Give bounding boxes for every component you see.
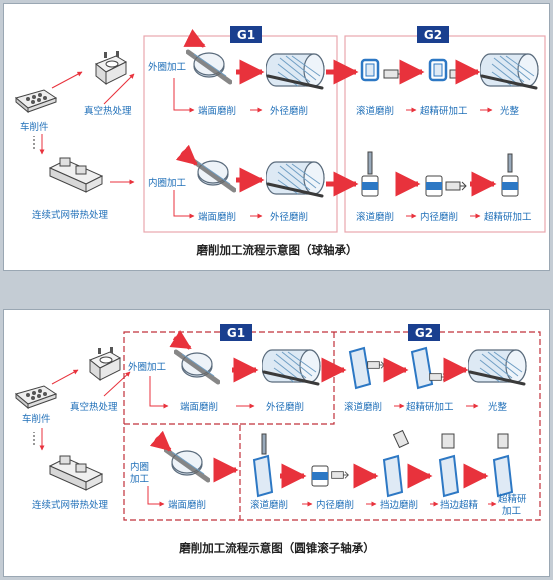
start-label: 车削件 xyxy=(20,121,49,133)
ball-bearing-flow-diagram: 车削件 真空热处理 连续式网带热处理 G1 G2 外圈加工 端面磨削 外径磨削 … xyxy=(15,26,546,257)
honing-tool-icon xyxy=(429,373,447,381)
diagram-caption: 磨削加工流程示意图（圆锥滚子轴承） xyxy=(178,541,375,555)
continuous-heat-label: 连续式网带热处理 xyxy=(32,209,109,221)
g2-inner-step-4: 挡边超精 xyxy=(440,499,479,511)
outer-od-grinding-icon xyxy=(266,52,326,90)
inner-bore-icon xyxy=(425,175,443,197)
g2-inner-step-1: 滚道磨削 xyxy=(250,499,288,511)
g2-outer-step-3: 光整 xyxy=(488,401,508,413)
g2-badge xyxy=(417,26,449,43)
polishing-icon xyxy=(468,348,528,386)
turned-parts-icon xyxy=(15,89,57,113)
g1-inner-step-1: 端面磨削 xyxy=(168,499,206,511)
g2-inner-step-2: 内径磨削 xyxy=(420,211,458,223)
grinding-tool-icon xyxy=(383,69,405,79)
inner-face-grinding-icon xyxy=(166,450,208,480)
outer-face-grinding-icon xyxy=(176,352,218,382)
g2-badge xyxy=(408,324,440,341)
g2-outer-step-1: 滚道磨削 xyxy=(356,105,394,117)
outer-face-grinding-icon xyxy=(188,52,230,82)
raceway-tool-icon xyxy=(367,361,385,369)
g2-inner-step-5: 超精研 xyxy=(498,493,527,505)
g1-inner-step-2: 外径磨削 xyxy=(270,211,308,223)
vacuum-furnace-icon xyxy=(95,50,127,85)
g1-badge xyxy=(230,26,262,43)
g2-outer-step-2: 超精研加工 xyxy=(420,105,468,117)
start-label: 车削件 xyxy=(22,413,51,425)
g1-outer-step-2: 外径磨削 xyxy=(270,105,308,117)
g2-inner-step-2: 内径磨削 xyxy=(316,499,354,511)
g1-outer-step-1: 端面磨削 xyxy=(198,105,236,117)
inner-raceway-icon xyxy=(361,175,379,197)
inner-face-grinding-icon xyxy=(192,160,234,190)
g1-badge xyxy=(220,324,252,341)
g2-inner-step-1: 滚道磨削 xyxy=(356,211,394,223)
inner-ring-label-line2: 加工 xyxy=(130,474,150,485)
g2-inner-step-5-line2: 加工 xyxy=(502,506,522,517)
vacuum-heat-label: 真空热处理 xyxy=(70,401,118,413)
g2-inner-step-3: 超精研加工 xyxy=(484,211,532,223)
tapered-bearing-flow-diagram: 车削件 真空热处理 连续式网带热处理 G1 G2 外圈加工 端面磨削 外径磨削 … xyxy=(15,324,541,555)
g1-badge-text: G1 xyxy=(237,28,255,42)
g1-outer-step-1: 端面磨削 xyxy=(180,401,218,413)
g2-outer-step-1: 滚道磨削 xyxy=(344,401,382,413)
inner-ring-label-line1: 内圈 xyxy=(130,461,149,473)
vacuum-heat-label: 真空热处理 xyxy=(84,105,132,117)
g2-outer-step-2: 超精研加工 xyxy=(406,401,454,413)
belt-furnace-icon xyxy=(49,455,103,491)
outer-od-grinding-icon xyxy=(262,348,322,386)
inner-superfinish-icon xyxy=(501,175,519,197)
outer-ring-label: 外圈加工 xyxy=(148,61,187,73)
belt-furnace-icon xyxy=(49,157,103,193)
g2-outer-step-3: 光整 xyxy=(500,105,520,117)
ball-bearing-panel: 车削件 真空热处理 连续式网带热处理 G1 G2 外圈加工 端面磨削 外径磨削 … xyxy=(3,3,550,271)
continuous-heat-label: 连续式网带热处理 xyxy=(32,499,109,511)
g1-badge-text: G1 xyxy=(227,326,245,340)
g1-outer-step-2: 外径磨削 xyxy=(266,401,304,413)
outer-ring-label: 外圈加工 xyxy=(128,361,167,373)
g1-inner-step-1: 端面磨削 xyxy=(198,211,236,223)
tapered-roller-bearing-panel: 车削件 真空热处理 连续式网带热处理 G1 G2 外圈加工 端面磨削 外径磨削 … xyxy=(3,309,550,577)
g2-badge-text: G2 xyxy=(424,28,442,42)
inner-ring-label: 内圈加工 xyxy=(148,177,187,189)
bore-tool-icon xyxy=(331,471,349,479)
polishing-icon xyxy=(480,52,540,90)
g2-inner-step-3: 挡边磨削 xyxy=(380,499,418,511)
inner-bore-icon xyxy=(311,465,329,487)
g2-badge-text: G2 xyxy=(415,326,433,340)
turned-parts-icon xyxy=(15,385,57,409)
bore-tool-icon xyxy=(445,181,467,191)
diagram-caption: 磨削加工流程示意图（球轴承） xyxy=(196,243,358,257)
outer-raceway-icon xyxy=(360,58,380,82)
inner-od-grinding-icon xyxy=(266,160,326,198)
process-outline xyxy=(123,331,541,521)
vacuum-furnace-icon xyxy=(89,346,121,381)
outer-superfinish-icon xyxy=(428,58,448,82)
